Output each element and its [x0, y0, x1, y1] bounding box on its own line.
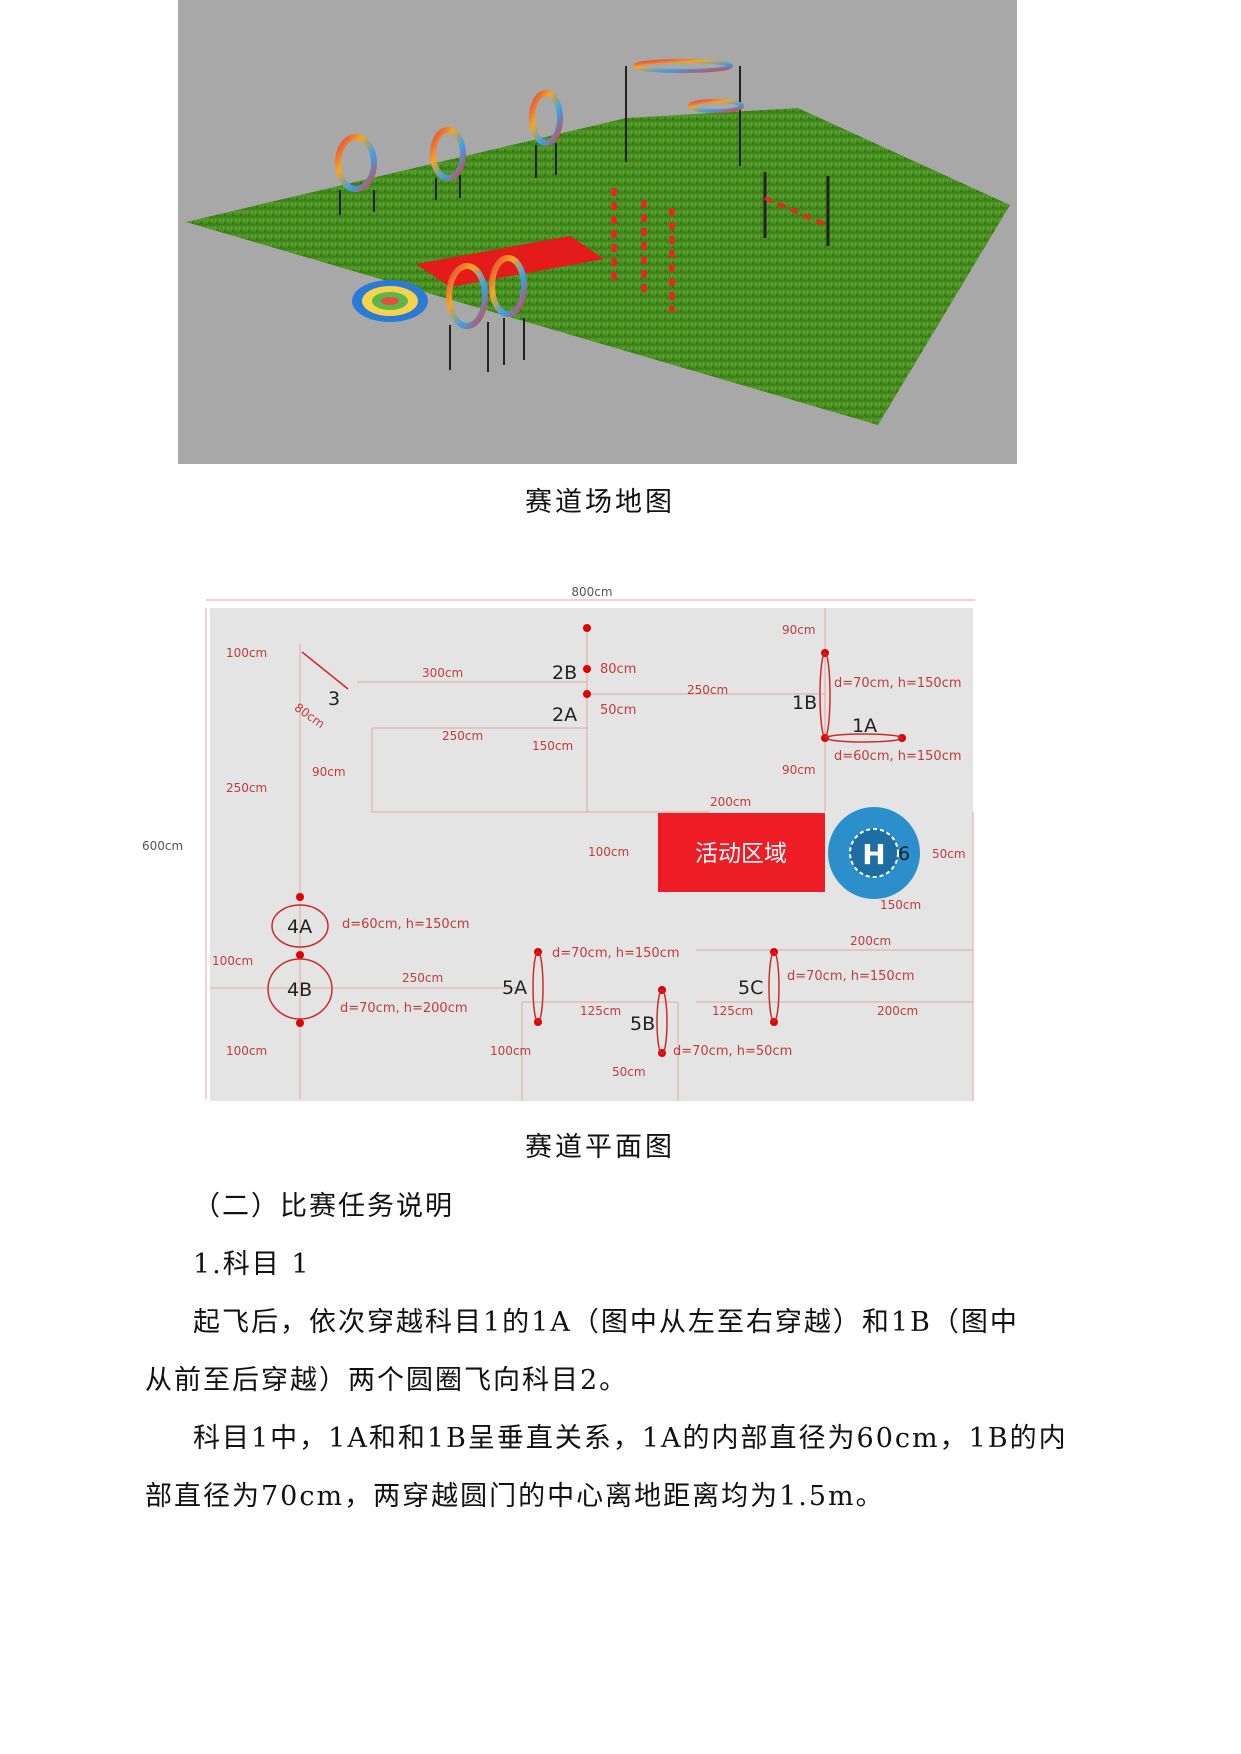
dim-200-5c-bot: 200cm: [877, 1004, 918, 1018]
paragraph2-line2: 部直径为70cm，两穿越圆门的中心离地距离均为1.5m。: [145, 1481, 885, 1512]
dim-300: 300cm: [422, 666, 463, 680]
spec-5b: d=70cm, h=50cm: [673, 1044, 792, 1059]
gate-6: 6: [898, 843, 910, 865]
dim-200-5c-top: 200cm: [850, 934, 891, 948]
paragraph1-line2: 从前至后穿越）两个圆圈飞向科目2。: [145, 1365, 629, 1396]
spec-5c: d=70cm, h=150cm: [787, 969, 915, 984]
section-title: （二）比赛任务说明: [193, 1191, 454, 1222]
dim-250-b: 250cm: [687, 683, 728, 697]
dim-90-left: 90cm: [312, 765, 346, 779]
dim-200-area: 200cm: [710, 795, 751, 809]
dim-150-pad: 150cm: [880, 898, 921, 912]
item1-title: 1.科目 1: [193, 1249, 311, 1280]
red-mat: [416, 236, 604, 287]
course-plan-diagram: 活动区域 H 800cm 600cm: [142, 582, 1050, 1110]
activity-area: [658, 813, 825, 892]
gate-4b: 4B: [287, 979, 312, 1001]
gate-5a: 5A: [502, 977, 527, 999]
dim-90-top-r: 90cm: [782, 623, 816, 637]
gate-4a: 4A: [287, 916, 312, 938]
landing-pad-plan: H: [828, 807, 920, 899]
dim-100-5a: 100cm: [490, 1044, 531, 1058]
dim-250-left: 250cm: [226, 781, 267, 795]
dim-125-5c: 125cm: [712, 1004, 753, 1018]
gate-3: 3: [328, 688, 340, 710]
gate-2a: 2A: [552, 704, 577, 726]
dim-150-2a: 150cm: [532, 739, 573, 753]
dim-100-mid: 100cm: [212, 954, 253, 968]
dim-50-pad: 50cm: [932, 847, 966, 861]
paragraph1-line1: 起飞后，依次穿越科目1的1A（图中从左至右穿越）和1B（图中: [193, 1307, 1019, 1338]
spec-4b: d=70cm, h=200cm: [340, 1001, 468, 1016]
dim-50-5b: 50cm: [612, 1065, 646, 1079]
gate-1a: 1A: [852, 715, 877, 737]
dim-100-bot: 100cm: [226, 1044, 267, 1058]
ring-gates: [335, 59, 830, 372]
gate-5b: 5B: [630, 1013, 655, 1035]
dim-left-height: 600cm: [142, 839, 183, 853]
figure1-caption: 赛道场地图: [525, 487, 675, 518]
dim-top-width: 800cm: [571, 585, 612, 599]
activity-area-label: 活动区域: [695, 841, 787, 867]
figure2-caption: 赛道平面图: [525, 1132, 675, 1163]
dim-125-5b: 125cm: [580, 1004, 621, 1018]
spec-5a: d=70cm, h=150cm: [552, 946, 680, 961]
spec-1a: d=60cm, h=150cm: [834, 749, 962, 764]
gate-1b: 1B: [792, 692, 817, 714]
dim-100-area: 100cm: [588, 845, 629, 859]
dim-50-2a: 50cm: [600, 703, 636, 718]
dim-250-a: 250cm: [442, 729, 483, 743]
gate-5c: 5C: [738, 977, 763, 999]
spec-1b: d=70cm, h=150cm: [834, 676, 962, 691]
landing-pad: [352, 280, 428, 322]
dim-90-r: 90cm: [782, 763, 816, 777]
gate-2b: 2B: [552, 662, 577, 684]
helipad-icon: H: [862, 838, 885, 871]
field-3d-image: [178, 0, 1017, 464]
dim-250-4b: 250cm: [402, 971, 443, 985]
spec-4a: d=60cm, h=150cm: [342, 917, 470, 932]
dim-80-2b: 80cm: [600, 662, 636, 677]
dim-100-top: 100cm: [226, 646, 267, 660]
paragraph2-line1: 科目1中，1A和和1B呈垂直关系，1A的内部直径为60cm，1B的内: [193, 1423, 1068, 1454]
